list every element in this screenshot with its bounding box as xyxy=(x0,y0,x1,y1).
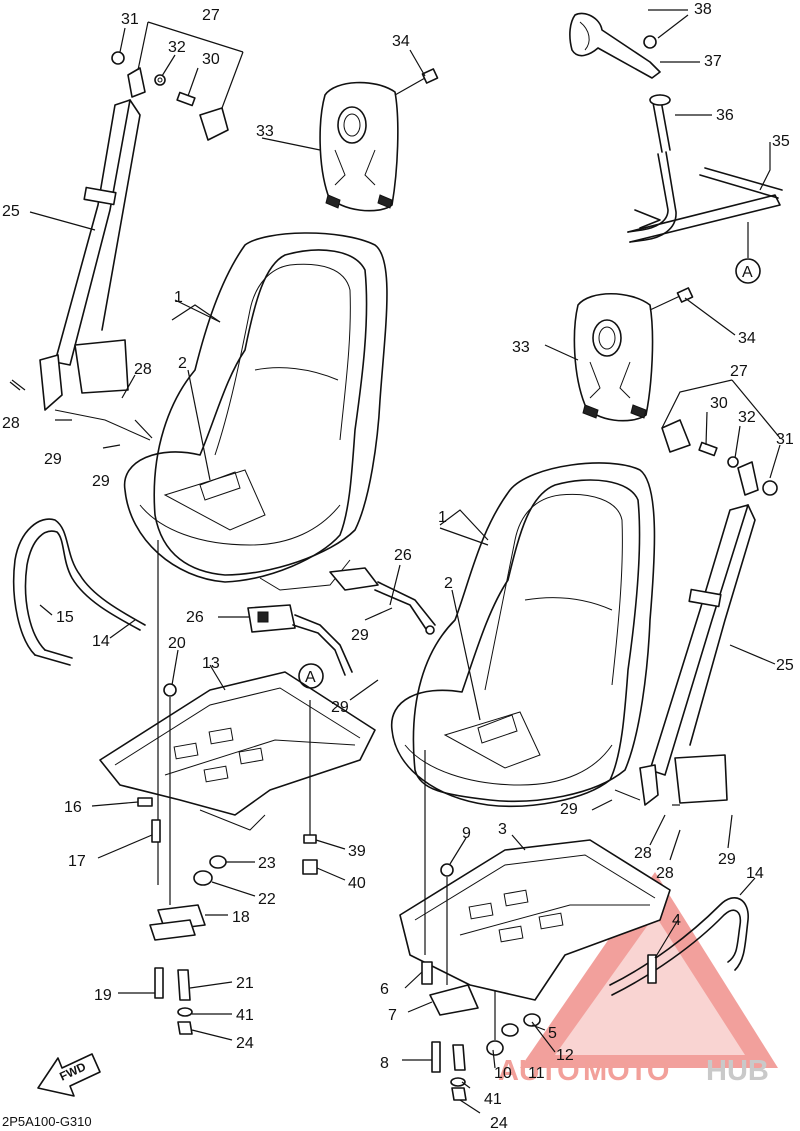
handle-bar-left xyxy=(12,518,146,666)
callout-7: 7 xyxy=(388,1007,397,1024)
seat-belt-right xyxy=(614,504,756,806)
callout-2-right: 2 xyxy=(444,575,453,592)
callout-5: 5 xyxy=(548,1025,557,1042)
callout-32: 32 xyxy=(168,39,186,56)
callout-30: 30 xyxy=(202,51,220,68)
callout-17: 17 xyxy=(68,853,86,870)
callout-24: 24 xyxy=(236,1035,254,1052)
buckle-26-right xyxy=(329,567,436,635)
headrest-bracket-upper xyxy=(319,81,399,212)
callout-30-right: 30 xyxy=(710,395,728,412)
ref-marker-a-frame: A xyxy=(298,663,324,689)
right-seat xyxy=(390,462,656,808)
callout-25: 25 xyxy=(2,203,20,220)
callout-38: 38 xyxy=(694,1,712,18)
watermark-auto: AUTO xyxy=(498,1055,580,1087)
callout-28-d: 28 xyxy=(656,865,674,882)
left-seat xyxy=(123,232,388,591)
leader-lines xyxy=(9,9,781,1114)
belt-hardware-right xyxy=(661,419,778,496)
callout-3: 3 xyxy=(498,821,507,838)
callout-28-left: 28 xyxy=(2,415,20,432)
callout-4: 4 xyxy=(672,912,681,929)
callout-25-right: 25 xyxy=(776,657,794,674)
callout-13: 13 xyxy=(202,655,220,672)
seat-belt-left xyxy=(39,99,153,441)
callout-14-right: 14 xyxy=(746,865,764,882)
callout-26: 26 xyxy=(394,547,412,564)
diagram-code: 2P5A100-G310 xyxy=(2,1114,92,1129)
callout-12: 12 xyxy=(556,1047,574,1064)
callout-39: 39 xyxy=(348,843,366,860)
callout-1-right: 1 xyxy=(438,509,447,526)
callout-23: 23 xyxy=(258,855,276,872)
callout-16: 16 xyxy=(64,799,82,816)
left-hardware-stack xyxy=(137,540,318,1035)
callout-27-right: 27 xyxy=(730,363,748,380)
watermark-moto: MOTO xyxy=(583,1055,669,1087)
callout-34: 34 xyxy=(392,33,410,50)
callout-29-b: 29 xyxy=(92,473,110,490)
callout-29: 29 xyxy=(44,451,62,468)
callout-29-e: 29 xyxy=(560,801,578,818)
callout-10: 10 xyxy=(494,1065,512,1082)
callout-36: 36 xyxy=(716,107,734,124)
callout-41: 41 xyxy=(236,1007,254,1024)
ref-marker-a-top: A xyxy=(735,258,761,284)
callout-29-c: 29 xyxy=(351,627,369,644)
callout-11: 11 xyxy=(528,1065,545,1082)
callout-33-lower: 33 xyxy=(512,339,530,356)
callout-29-d: 29 xyxy=(331,699,349,716)
callout-6: 6 xyxy=(380,981,389,998)
callout-31: 31 xyxy=(121,11,139,28)
callout-35: 35 xyxy=(772,133,790,150)
callout-19: 19 xyxy=(94,987,112,1004)
callout-40: 40 xyxy=(348,875,366,892)
ref-marker-a-frame-label: A xyxy=(305,669,316,686)
seat-frame-3 xyxy=(399,839,671,1001)
screw-38 xyxy=(643,14,689,49)
callout-37: 37 xyxy=(704,53,722,70)
callout-32-right: 32 xyxy=(738,409,756,426)
buckle-26-left xyxy=(247,604,353,676)
callout-34-lower: 34 xyxy=(738,330,756,347)
callout-24-right: 24 xyxy=(490,1115,508,1131)
callout-1: 1 xyxy=(174,289,183,306)
callout-2: 2 xyxy=(178,355,187,372)
callout-14: 14 xyxy=(92,633,110,650)
callout-21: 21 xyxy=(236,975,254,992)
callout-20: 20 xyxy=(168,635,186,652)
watermark-hub: HUB xyxy=(706,1055,769,1087)
bolt-34-upper xyxy=(394,68,439,96)
callout-9: 9 xyxy=(462,825,471,842)
callout-28-c: 28 xyxy=(634,845,652,862)
callout-27: 27 xyxy=(202,7,220,24)
belt-hardware-left xyxy=(111,51,229,141)
fwd-arrow: FWD xyxy=(37,1053,101,1097)
callout-15: 15 xyxy=(56,609,74,626)
right-hardware-stack xyxy=(421,750,657,1101)
callout-18: 18 xyxy=(232,909,250,926)
callout-41-right: 41 xyxy=(484,1091,502,1108)
ref-marker-a-top-label: A xyxy=(742,264,753,281)
callout-26-b: 26 xyxy=(186,609,204,626)
callout-22: 22 xyxy=(258,891,276,908)
callout-28: 28 xyxy=(134,361,152,378)
bar-assembly-35 xyxy=(569,12,783,258)
callout-29-f: 29 xyxy=(718,851,736,868)
headrest-bracket-lower xyxy=(573,292,654,422)
callout-33: 33 xyxy=(256,123,274,140)
callout-31-right: 31 xyxy=(776,431,794,448)
callout-8: 8 xyxy=(380,1055,389,1072)
seat-frame-13 xyxy=(99,671,376,831)
